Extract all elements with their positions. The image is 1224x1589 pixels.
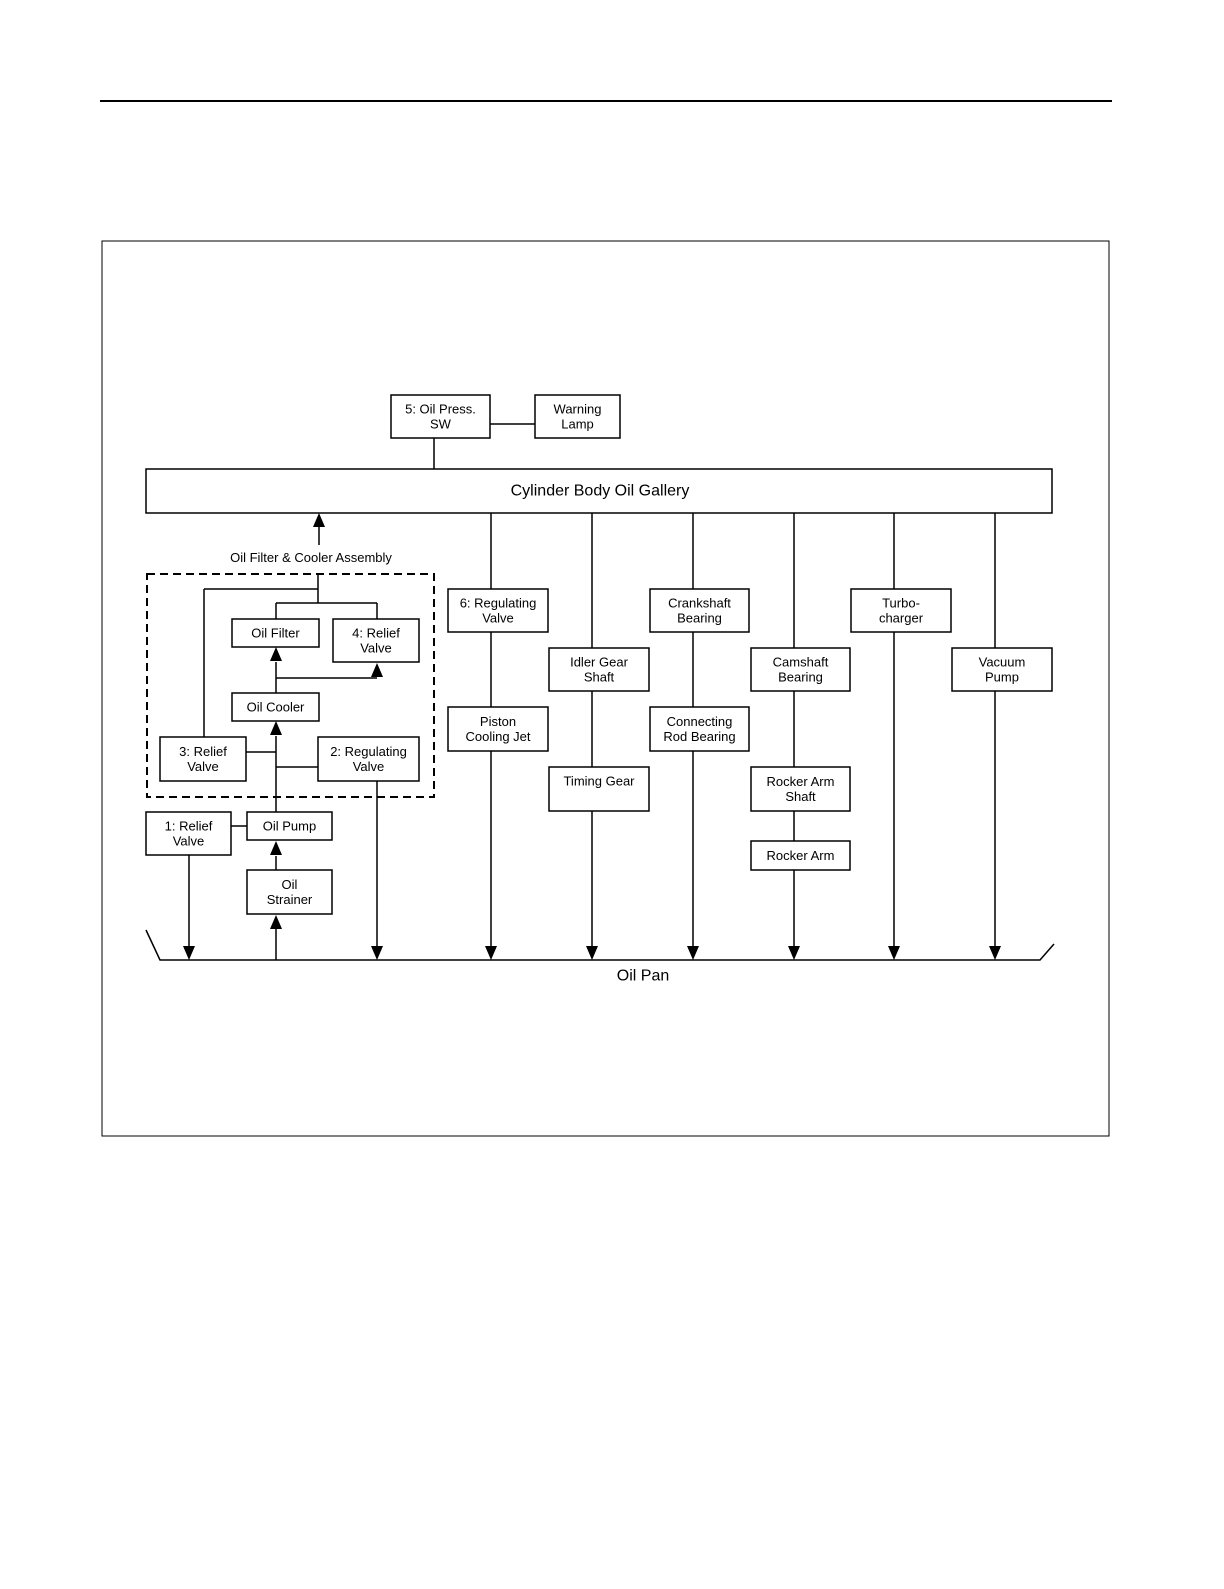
connecting-rod-bearing-box-outline: [649, 706, 750, 752]
oil-filter-box: Oil Filter: [231, 618, 320, 648]
assembly-label: Oil Filter & Cooler Assembly: [230, 550, 392, 565]
idler-gear-shaft-box-outline: [548, 647, 650, 692]
connector-lines: [145, 423, 1055, 961]
rocker-arm-shaft-label-line-2: Shaft: [785, 789, 816, 804]
rocker-arm-shaft-label-line-1: Rocker Arm: [767, 774, 835, 789]
regulating-valve-2-label-line-2: Valve: [353, 759, 385, 774]
rocker-arm-shaft-box-outline: [750, 766, 851, 812]
turbocharger-label-line-2: charger: [879, 611, 924, 626]
timing-gear-box-outline: [548, 766, 650, 812]
crankshaft-bearing-label-line-2: Bearing: [677, 611, 722, 626]
connecting-rod-bearing-label-line-1: Connecting: [667, 714, 733, 729]
relief-valve-1-label-line-1: 1: Relief: [165, 819, 213, 834]
figure-frame: [101, 240, 1110, 1137]
crankshaft-bearing-label-line-1: Crankshaft: [668, 596, 731, 611]
turbocharger-label-line-1: Turbo-: [882, 596, 920, 611]
oil-pump-box: Oil Pump: [246, 811, 333, 841]
relief-valve-4-label-line-2: Valve: [360, 641, 392, 656]
camshaft-bearing-label-line-1: Camshaft: [773, 655, 829, 670]
piston-cooling-jet-box-outline: [447, 706, 549, 752]
oil-pump-box-outline: [246, 811, 333, 841]
oil-pan-label: Oil Pan: [617, 968, 669, 985]
oil-strainer-label-line-2: Strainer: [267, 892, 313, 907]
regulating-valve-6-box-outline: [447, 588, 549, 633]
regulating-valve-2-box-outline: [317, 736, 420, 782]
idler-gear-shaft-label-line-2: Shaft: [584, 670, 615, 685]
timing-gear-box: Timing Gear: [548, 766, 650, 812]
rocker-arm-box-outline: [750, 840, 851, 871]
camshaft-bearing-box-outline: [750, 647, 851, 692]
oil-strainer-box-outline: [246, 869, 333, 915]
relief-valve-3-label-line-2: Valve: [187, 759, 219, 774]
vacuum-pump-box-outline: [951, 647, 1053, 692]
crankshaft-bearing-box-outline: [649, 588, 750, 633]
warning-lamp-label-line-1: Warning: [554, 402, 602, 417]
idler-gear-shaft-label-line-1: Idler Gear: [570, 655, 628, 670]
turbocharger-box: Turbo-charger: [850, 588, 952, 633]
warning-lamp-label-line-2: Lamp: [561, 417, 594, 432]
oil-cooler-box: Oil Cooler: [231, 692, 320, 722]
timing-gear-label-line-1: Timing Gear: [563, 774, 635, 789]
rocker-arm-label-line-1: Rocker Arm: [767, 848, 835, 863]
regulating-valve-2-label-line-1: 2: Regulating: [330, 744, 407, 759]
oil-filter-box-outline: [231, 618, 320, 648]
turbocharger-box-outline: [850, 588, 952, 633]
relief-valve-4-label-line-1: 4: Relief: [352, 626, 400, 641]
cylinder-body-oil-gallery: Cylinder Body Oil Gallery: [145, 468, 1053, 514]
regulating-valve-6-label-line-1: 6: Regulating: [460, 596, 537, 611]
regulating-valve-6-label-line-2: Valve: [482, 611, 514, 626]
oil-filter-cooler-assembly-boundary: [146, 573, 435, 798]
vacuum-pump-label-line-1: Vacuum: [979, 655, 1026, 670]
oil-cooler-label-line-1: Oil Cooler: [247, 700, 305, 715]
oil-cooler-box-outline: [231, 692, 320, 722]
oil-strainer-label-line-1: Oil: [282, 877, 298, 892]
oil-press-sw-label-line-1: 5: Oil Press.: [405, 402, 476, 417]
rocker-arm-box: Rocker Arm: [750, 840, 851, 871]
gallery-label: Cylinder Body Oil Gallery: [511, 483, 690, 500]
oil-pump-label-line-1: Oil Pump: [263, 819, 316, 834]
relief-valve-1-box-outline: [145, 811, 232, 856]
relief-valve-3-box-outline: [159, 736, 247, 782]
piston-cooling-jet-label-line-2: Cooling Jet: [465, 729, 530, 744]
piston-cooling-jet-label-line-1: Piston: [480, 714, 516, 729]
relief-valve-3-label-line-1: 3: Relief: [179, 744, 227, 759]
warning-lamp-box-outline: [534, 394, 621, 439]
oil-press-sw-label-line-2: SW: [430, 417, 452, 432]
relief-valve-1-label-line-2: Valve: [173, 834, 205, 849]
vacuum-pump-label-line-2: Pump: [985, 670, 1019, 685]
oil-press-sw-box-outline: [390, 394, 491, 439]
relief-valve-4-box-outline: [332, 618, 420, 663]
oil-press-sw-box: 5: Oil Press.SW: [390, 394, 491, 439]
flow-arrowheads: [183, 513, 1001, 960]
camshaft-bearing-label-line-2: Bearing: [778, 670, 823, 685]
connecting-rod-bearing-label-line-2: Rod Bearing: [663, 729, 735, 744]
oil-filter-label-line-1: Oil Filter: [251, 626, 300, 641]
